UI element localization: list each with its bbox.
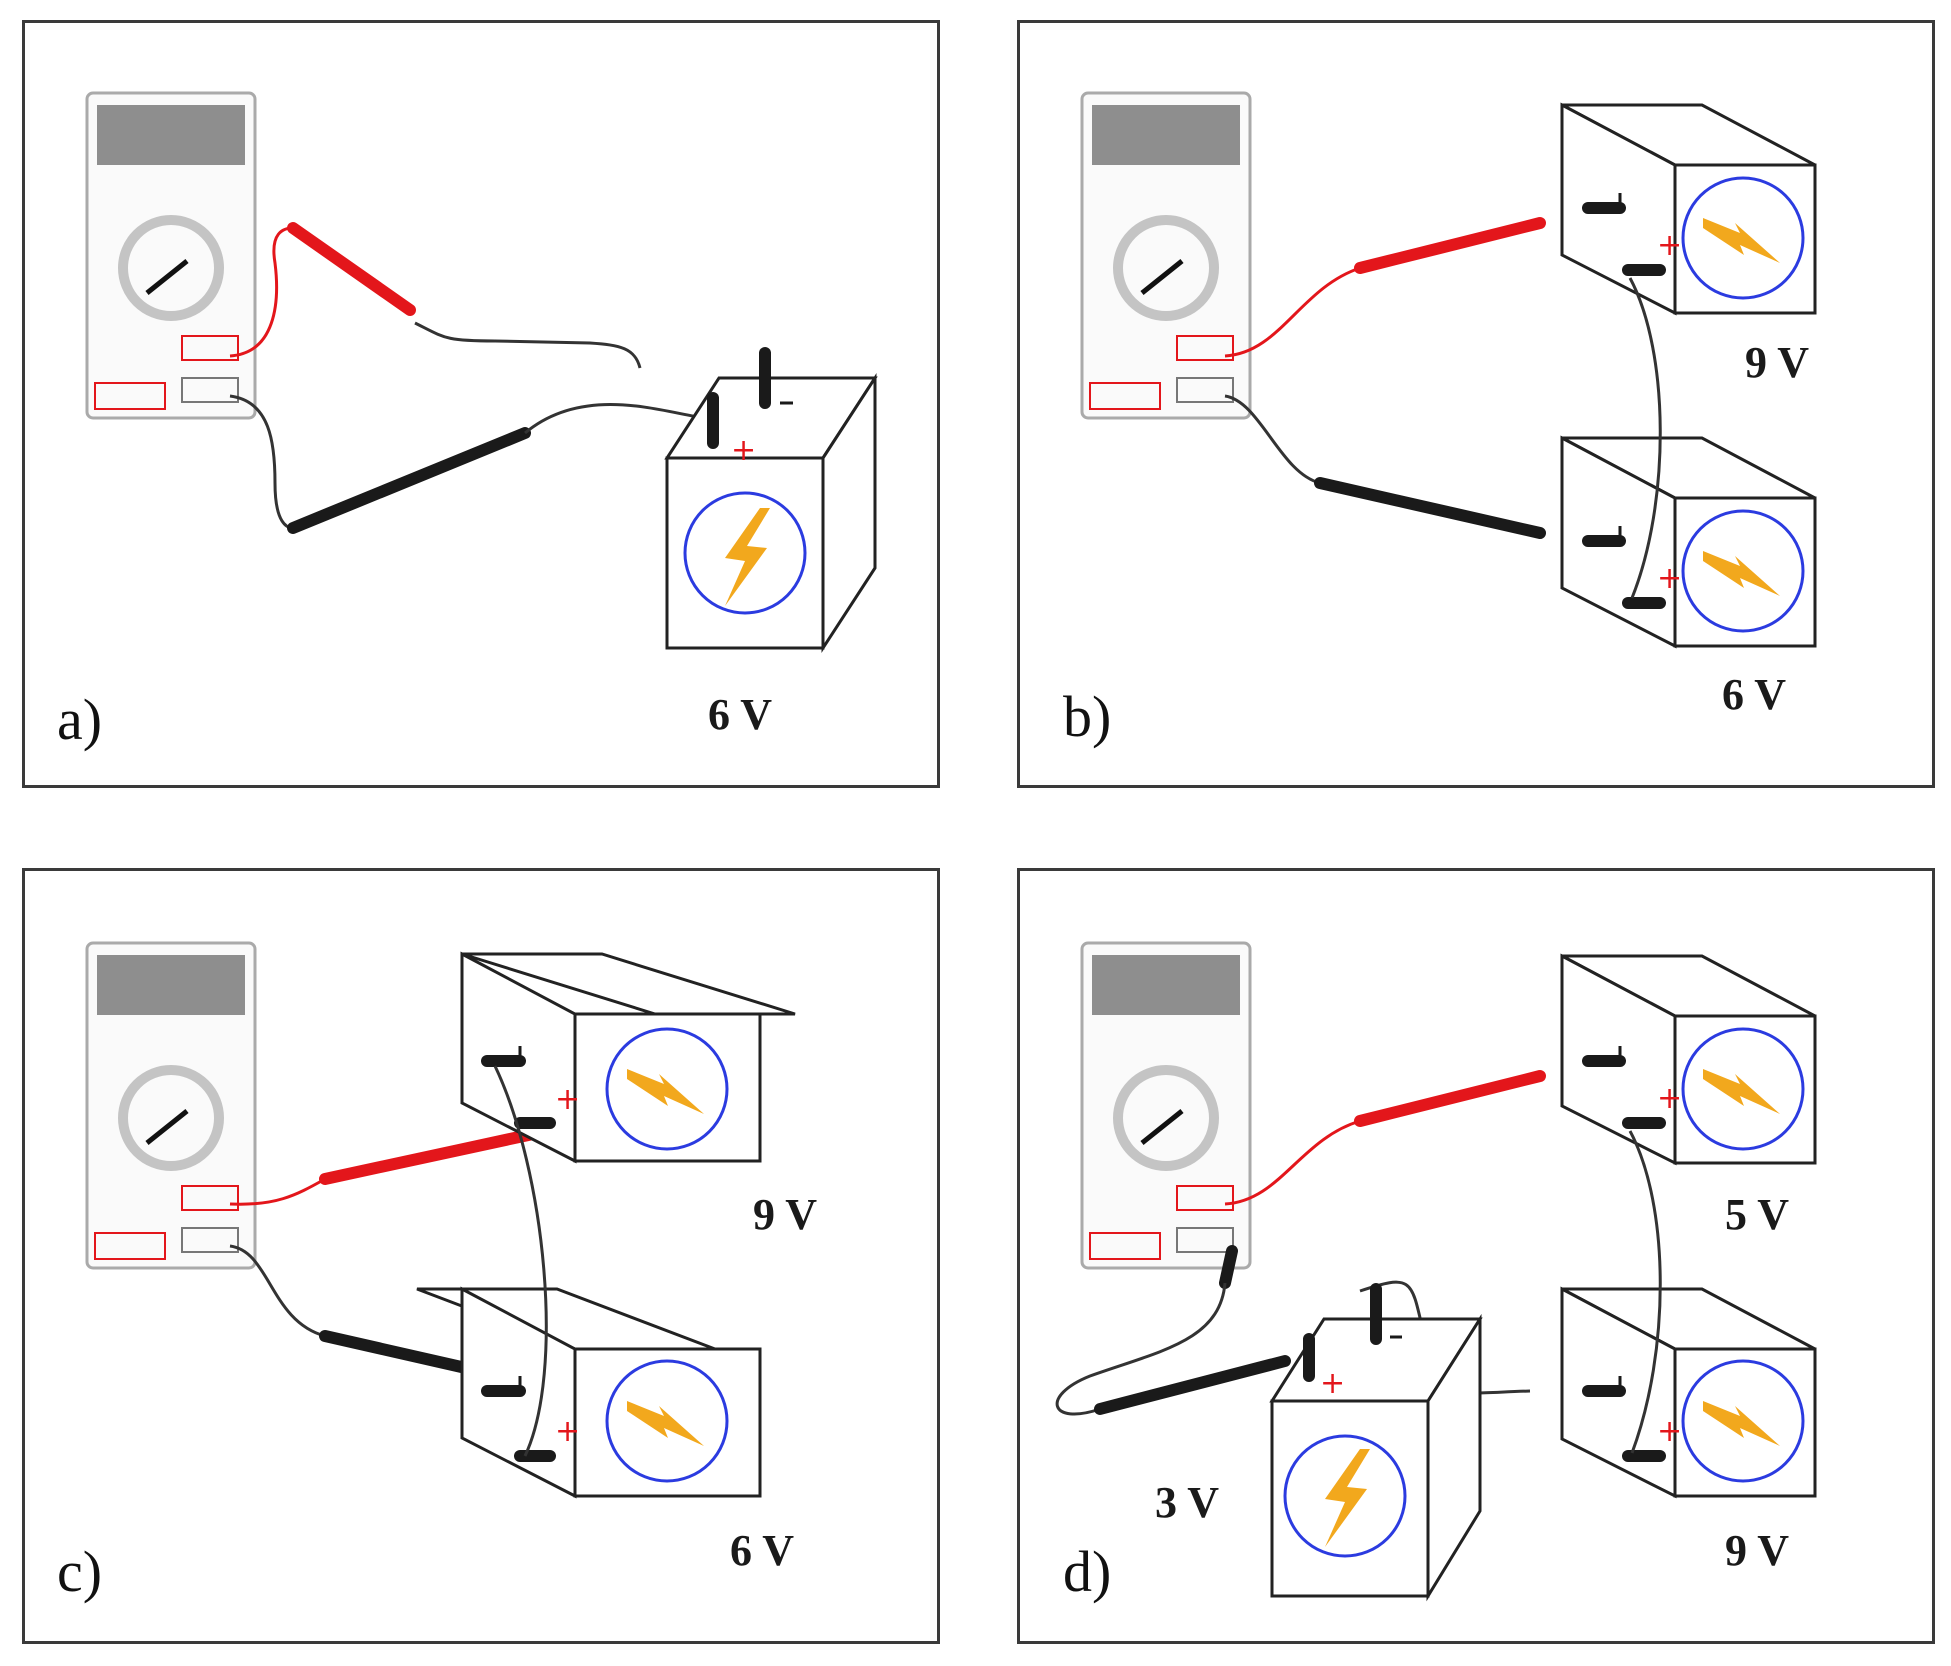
battery-voltage-label: 5 V <box>1725 1190 1789 1239</box>
battery-voltage-label: 6 V <box>708 690 772 739</box>
battery-icon: + <box>1560 435 1817 649</box>
black-probe-plug <box>1219 1245 1238 1289</box>
black-probe <box>287 427 531 534</box>
battery-icon: + <box>416 1286 762 1499</box>
panel-c-drawing: + + <box>85 941 796 1499</box>
plus-sign-icon: + <box>1657 561 1682 596</box>
red-probe <box>1354 1070 1546 1127</box>
lightning-bolt-icon <box>1703 551 1780 596</box>
battery-voltage-label: 9 V <box>1725 1526 1789 1575</box>
panel-letter: b) <box>1063 684 1112 749</box>
plus-sign-icon: + <box>555 1414 580 1449</box>
panel-d: + + + d) 5 <box>1017 868 1935 1644</box>
panel-letter: a) <box>57 687 103 752</box>
black-probe <box>1314 477 1546 539</box>
multimeter-icon <box>1080 941 1252 1270</box>
panel-b: + + b) 9 V 6 V <box>1017 20 1935 788</box>
plus-sign-icon: + <box>1320 1366 1345 1401</box>
battery-icon: + <box>1560 953 1817 1166</box>
battery-icon: + <box>1560 1286 1817 1499</box>
lightning-bolt-icon <box>725 508 770 606</box>
battery-icon: + <box>1560 102 1817 316</box>
battery-voltage-label: 9 V <box>753 1190 817 1239</box>
multimeter-icon <box>85 91 257 420</box>
battery-icon: + <box>1269 1283 1483 1602</box>
plus-sign-icon: + <box>1657 1414 1682 1449</box>
battery-icon: + <box>664 347 878 654</box>
black-probe <box>1094 1355 1291 1415</box>
plus-sign-icon: + <box>1657 228 1682 263</box>
battery-voltage-label: 9 V <box>1745 338 1809 387</box>
panel-b-drawing: + + <box>1080 91 1817 649</box>
panel-letter: d) <box>1063 1539 1112 1604</box>
red-probe <box>287 222 416 316</box>
panel-c: + + c) 9 V 6 V <box>22 868 940 1644</box>
battery-voltage-label: 6 V <box>1722 670 1786 719</box>
battery-voltage-label: 6 V <box>730 1526 794 1575</box>
panel-a-drawing: + <box>85 91 878 654</box>
lightning-bolt-icon <box>1703 1401 1780 1446</box>
multimeter-icon <box>1080 91 1252 420</box>
panel-d-drawing: + + + <box>1055 941 1817 1602</box>
lightning-bolt-icon <box>627 1069 704 1114</box>
lightning-bolt-icon <box>1703 1069 1780 1114</box>
multimeter-icon <box>85 941 257 1270</box>
lightning-bolt-icon <box>1703 218 1780 263</box>
plus-sign-icon: + <box>1657 1081 1682 1116</box>
plus-sign-icon: + <box>555 1082 580 1117</box>
battery-icon: + <box>460 951 796 1164</box>
battery-voltage-label: 3 V <box>1155 1478 1219 1527</box>
lightning-bolt-icon <box>1325 1449 1370 1547</box>
red-probe <box>1354 217 1546 274</box>
plus-sign-icon: + <box>731 433 756 468</box>
lightning-bolt-icon <box>627 1401 704 1446</box>
panel-a: + a) 6 V <box>22 20 940 788</box>
panel-letter: c) <box>57 1539 103 1604</box>
